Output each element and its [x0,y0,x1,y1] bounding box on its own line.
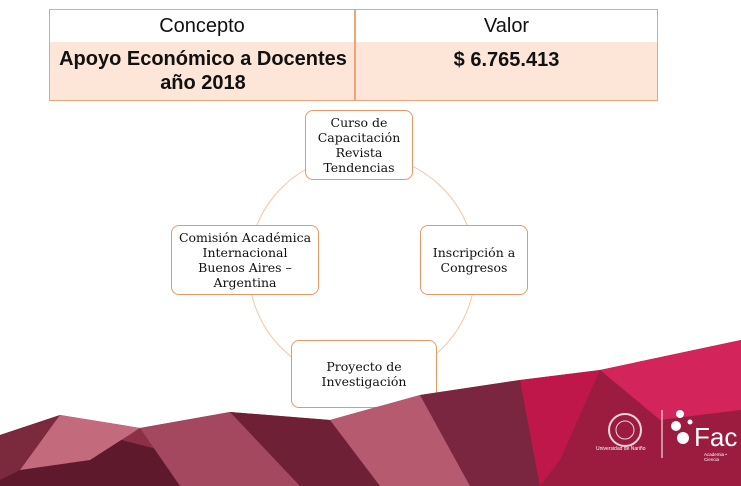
node-proyecto-investigacion: Proyecto de Investigación [291,340,437,408]
brand-text: Fac [694,422,738,452]
node-comision-academica: Comisión Académica Internacional Buenos … [171,225,319,295]
value-cell: $ 6.765.413 [453,49,560,71]
header-concepto: Concepto [159,14,245,37]
table-row [50,42,657,100]
concept-cell: Apoyo Económico a Docentes año 2018 [59,48,347,94]
brand-tagline: Academia • Ciencia [704,452,727,462]
table-column-divider [354,10,356,100]
node-curso-capacitacion: Curso de Capacitación Revista Tendencias [305,110,413,180]
budget-table: Concepto Valor Apoyo Económico a Docente… [49,9,658,101]
node-inscripcion-congresos: Inscripción a Congresos [420,225,528,295]
header-valor: Valor [483,14,530,37]
footer-decoration [0,340,741,486]
university-name: Universidad de Nariño [596,446,646,452]
